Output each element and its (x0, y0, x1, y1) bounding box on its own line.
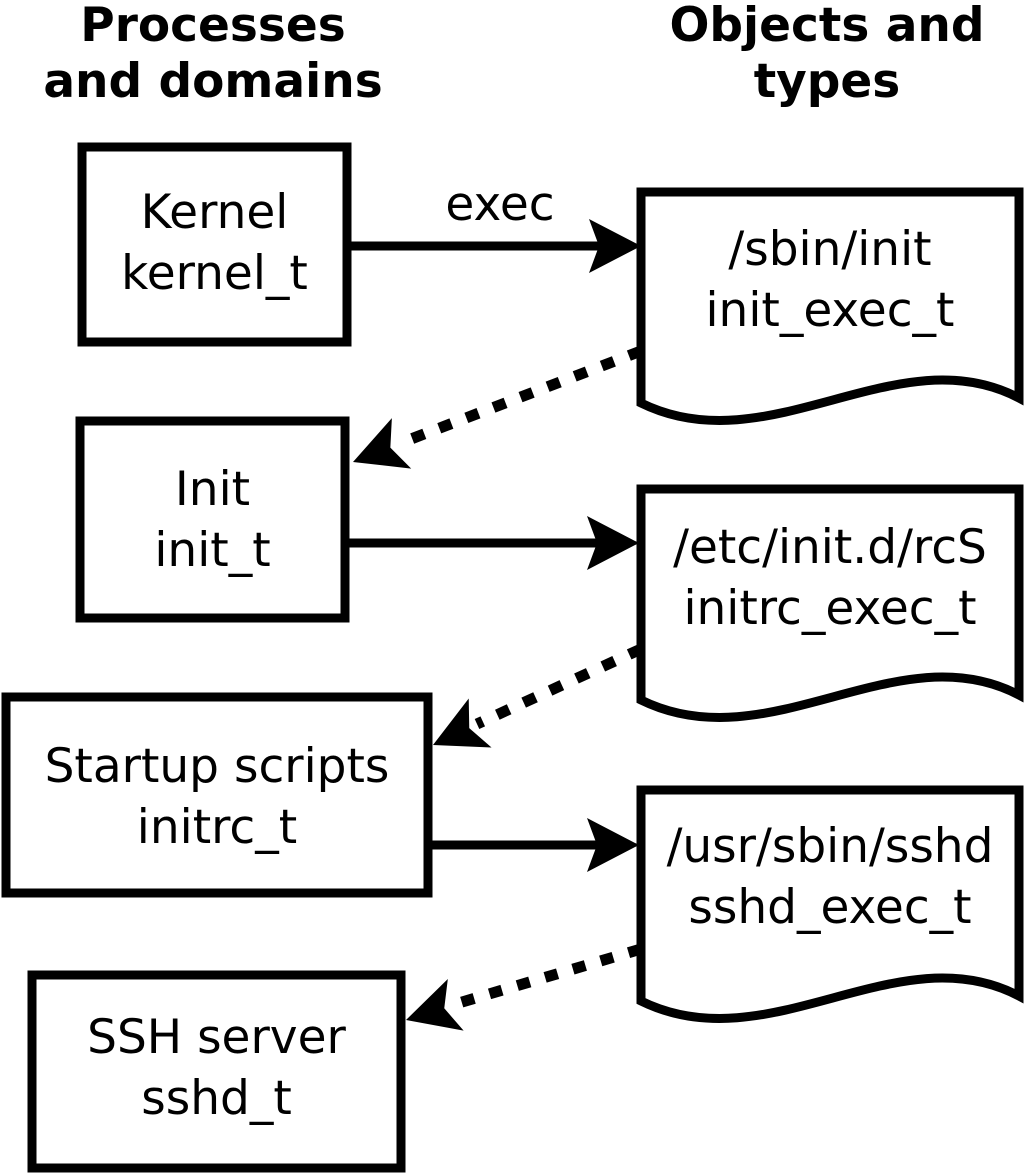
process-domain: kernel_t (121, 246, 308, 301)
process-box-startup-scripts (1, 692, 433, 898)
process-label-ssh-server: SSH server sshd_t (32, 1007, 401, 1129)
object-type: sshd_exec_t (688, 880, 972, 935)
column-header-processes: Processes and domains (28, 0, 398, 110)
column-header-objects-line2: types (753, 54, 901, 109)
process-domain: sshd_t (141, 1071, 292, 1126)
transition-arrow-sbin-init-to-init (353, 345, 643, 469)
object-doc-usr-sbin-sshd (636, 785, 1024, 1023)
process-box-ssh-server (27, 970, 406, 1173)
process-domain: init_t (154, 523, 271, 578)
transition-arrow-sshd-to-ssh-server (406, 943, 643, 1031)
process-label-init: Init init_t (80, 459, 345, 581)
object-path: /sbin/init (728, 222, 932, 277)
exec-arrow-label: exec (445, 177, 555, 232)
object-path: /usr/sbin/sshd (666, 819, 994, 874)
exec-arrow-kernel-to-sbin-init (350, 219, 641, 273)
exec-arrow-initrc-to-sshd (430, 818, 639, 872)
process-box-kernel (77, 142, 352, 347)
process-name: SSH server (87, 1010, 346, 1065)
transition-arrow-rcs-to-initrc (433, 643, 644, 748)
column-header-objects-line1: Objects and (669, 0, 985, 53)
process-label-kernel: Kernel kernel_t (82, 182, 347, 304)
object-path: /etc/init.d/rcS (673, 520, 987, 575)
column-header-processes-line2: and domains (43, 54, 383, 109)
object-doc-sbin-init (636, 187, 1024, 425)
object-label-etc-initd-rcs: /etc/init.d/rcS initrc_exec_t (641, 517, 1019, 639)
object-label-sbin-init: /sbin/init init_exec_t (641, 219, 1019, 341)
process-box-init (75, 416, 350, 623)
process-name: Init (174, 462, 251, 517)
object-type: init_exec_t (705, 283, 955, 338)
object-label-usr-sbin-sshd: /usr/sbin/sshd sshd_exec_t (641, 816, 1019, 938)
object-type: initrc_exec_t (683, 581, 977, 636)
column-header-processes-line1: Processes (80, 0, 346, 53)
exec-arrow-init-to-rcs (348, 516, 639, 570)
process-label-startup-scripts: Startup scripts initrc_t (6, 736, 428, 858)
process-domain: initrc_t (136, 800, 298, 855)
process-name: Startup scripts (44, 739, 390, 794)
process-name: Kernel (140, 185, 289, 240)
object-doc-etc-initd-rcs (636, 484, 1024, 722)
column-header-objects: Objects and types (642, 0, 1012, 110)
